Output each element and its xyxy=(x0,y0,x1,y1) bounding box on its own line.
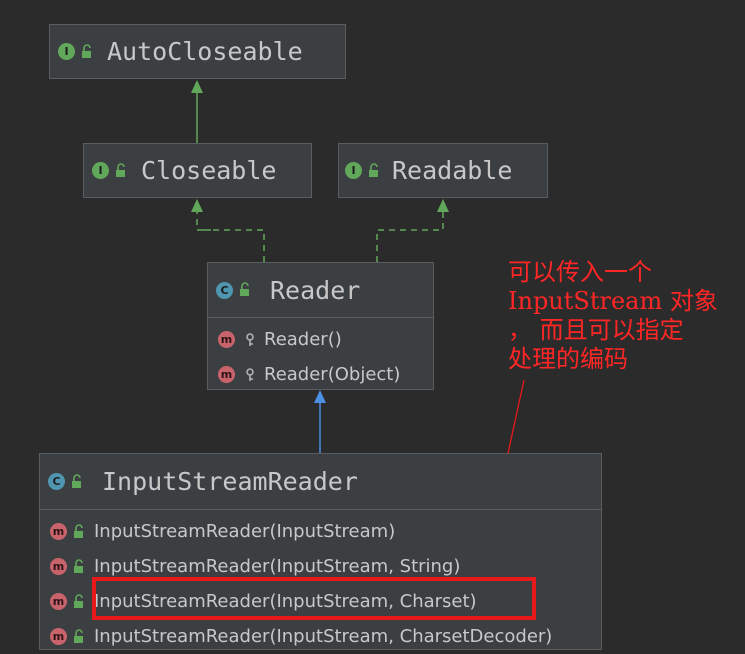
method-row[interactable]: m InputStreamReader(InputStream, String) xyxy=(40,549,601,584)
node-closeable[interactable]: I Closeable xyxy=(83,143,312,198)
method-row[interactable]: m InputStreamReader(InputStream) xyxy=(40,514,601,549)
edge-reader-to-closeable xyxy=(196,211,265,262)
node-title: Readable xyxy=(392,156,513,185)
method-label: InputStreamReader(InputStream, String) xyxy=(94,556,461,577)
method-row[interactable]: m InputStreamReader(InputStream, Charset… xyxy=(40,619,601,654)
interface-icon: I xyxy=(345,162,362,179)
class-icon: C xyxy=(48,473,65,490)
method-row-highlighted[interactable]: m InputStreamReader(InputStream, Charset… xyxy=(40,584,601,619)
node-inputstreamreader[interactable]: C InputStreamReader m InputStreamReader(… xyxy=(39,453,602,650)
annotation-text: 可以传入一个 InputStream 对象 ， 而且可以指定 处理的编码 xyxy=(508,258,745,374)
open-lock-icon xyxy=(74,523,83,538)
annotation-line: 处理的编码 xyxy=(508,345,628,373)
open-lock-icon xyxy=(116,162,125,177)
open-lock-icon xyxy=(72,473,81,488)
method-icon: m xyxy=(50,558,67,575)
method-row[interactable]: m Reader(Object) xyxy=(208,357,433,392)
open-lock-icon xyxy=(369,162,378,177)
method-label: InputStreamReader(InputStream, CharsetDe… xyxy=(94,626,553,647)
open-lock-icon xyxy=(74,593,83,608)
open-lock-icon xyxy=(74,628,83,643)
method-icon: m xyxy=(218,331,235,348)
interface-icon: I xyxy=(92,162,109,179)
member-list: m Reader() m Reader(Object) xyxy=(208,317,433,392)
key-icon xyxy=(246,332,254,346)
node-title: Reader xyxy=(270,275,361,305)
arrowhead-closeable xyxy=(191,199,203,212)
arrowhead-reader xyxy=(314,390,326,403)
open-lock-icon xyxy=(82,43,91,58)
interface-icon: I xyxy=(58,43,75,60)
method-row[interactable]: m Reader() xyxy=(208,322,433,357)
node-reader[interactable]: C Reader m Reader() m Reader(Object) xyxy=(207,262,434,390)
method-icon: m xyxy=(50,523,67,540)
annotation-line: ， 而且可以指定 xyxy=(508,316,684,344)
open-lock-icon xyxy=(74,558,83,573)
method-label: Reader() xyxy=(264,329,342,350)
method-icon: m xyxy=(50,628,67,645)
method-icon: m xyxy=(50,593,67,610)
method-label: InputStreamReader(InputStream) xyxy=(94,521,396,542)
annotation-line: 可以传入一个 xyxy=(508,258,652,286)
key-icon xyxy=(246,367,254,381)
highlight-box xyxy=(92,577,536,620)
method-label: InputStreamReader(InputStream, Charset) xyxy=(94,591,477,612)
arrowhead-readable xyxy=(437,199,449,212)
method-icon: m xyxy=(218,366,235,383)
class-icon: C xyxy=(216,281,233,299)
node-autocloseable[interactable]: I AutoCloseable xyxy=(49,24,346,79)
node-title: InputStreamReader xyxy=(102,467,358,496)
node-title: AutoCloseable xyxy=(107,37,303,66)
open-lock-icon xyxy=(240,282,249,296)
member-list: m InputStreamReader(InputStream) m Input… xyxy=(40,509,601,654)
node-title: Closeable xyxy=(141,156,277,185)
annotation-line: InputStream 对象 xyxy=(508,287,718,315)
edge-reader-to-readable xyxy=(376,211,444,262)
method-label: Reader(Object) xyxy=(264,364,401,385)
arrowhead-autocloseable xyxy=(191,80,203,93)
node-readable[interactable]: I Readable xyxy=(338,143,548,198)
